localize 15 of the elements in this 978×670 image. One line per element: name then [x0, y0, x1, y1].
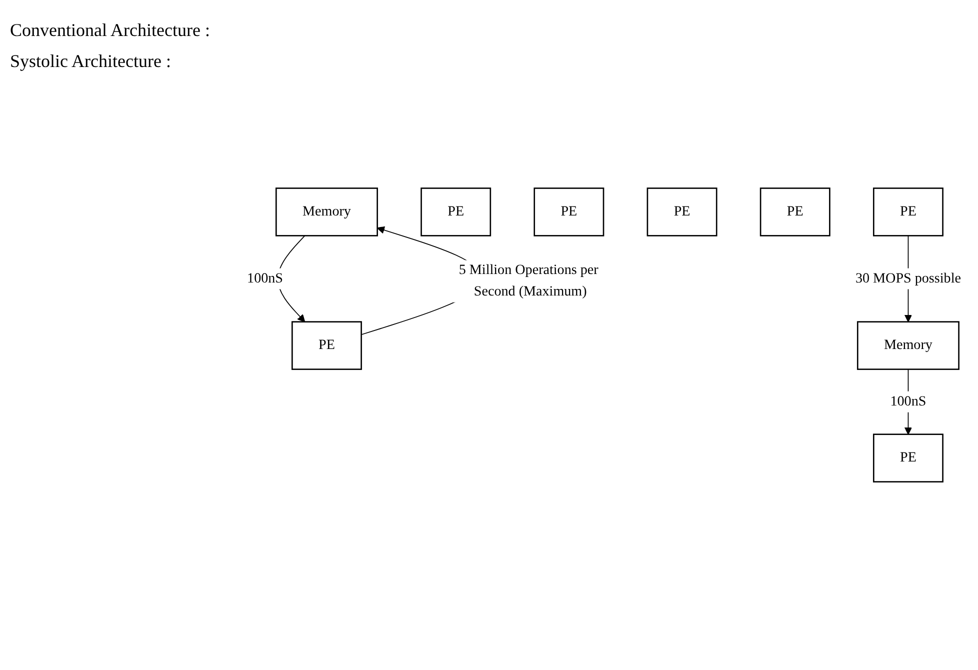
node-box: PE — [534, 188, 604, 236]
node-box: PE — [760, 188, 830, 236]
edge-label: 100nS — [247, 270, 283, 286]
edge-label: 30 MOPS possible — [855, 270, 961, 286]
node-box: PE — [872, 188, 944, 236]
node-box: PE — [420, 188, 492, 236]
node-box: PE — [646, 188, 718, 236]
edge-label: 5 Million Operations per Second (Maximum) — [458, 262, 598, 299]
edge-label: 100nS — [890, 394, 926, 409]
node-box: PE — [292, 321, 362, 370]
section-heading: Systolic Architecture : — [10, 51, 172, 72]
node-box: Memory — [275, 188, 378, 236]
section-heading: Conventional Architecture : — [10, 20, 211, 41]
node-box: Memory — [856, 321, 960, 370]
node-box: PE — [872, 434, 944, 482]
